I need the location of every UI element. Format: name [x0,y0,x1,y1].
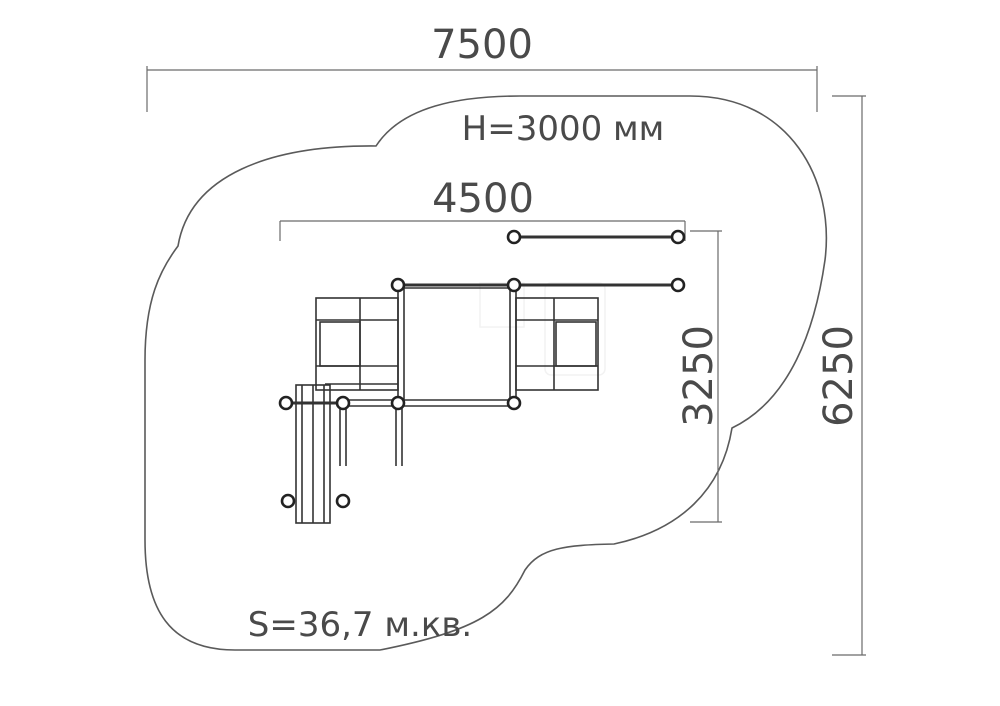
central-platform [325,287,517,407]
left-stair-block [315,297,399,391]
overall-depth-label: 6250 [816,325,862,427]
right-stair-block [515,297,599,391]
dimension-equipment-width: 4500 [279,176,686,241]
climbing-ladder [339,404,403,466]
post-circle [280,493,296,509]
post-circle [670,229,686,245]
post-circle [506,277,522,293]
equipment-width-label: 4500 [432,176,534,222]
equipment-depth-label: 3250 [676,325,722,427]
post-circle [506,229,522,245]
dimension-overall-width: 7500 [146,22,818,112]
post-circle [390,395,406,411]
height-note: H=3000 мм [462,109,665,149]
dimension-equipment-depth: 3250 [676,230,722,523]
dimension-overall-depth: 6250 [816,95,866,656]
area-note: S=36,7 м.кв. [248,605,472,645]
post-circle [335,493,351,509]
overall-width-label: 7500 [431,22,533,68]
post-circle [390,277,406,293]
post-circle [278,395,294,411]
watermark [479,282,606,376]
post-circle [670,277,686,293]
post-circle [506,395,522,411]
safety-zone-outline [144,95,828,651]
post-circle [335,395,351,411]
slide [295,384,331,524]
play-equipment [278,229,686,524]
